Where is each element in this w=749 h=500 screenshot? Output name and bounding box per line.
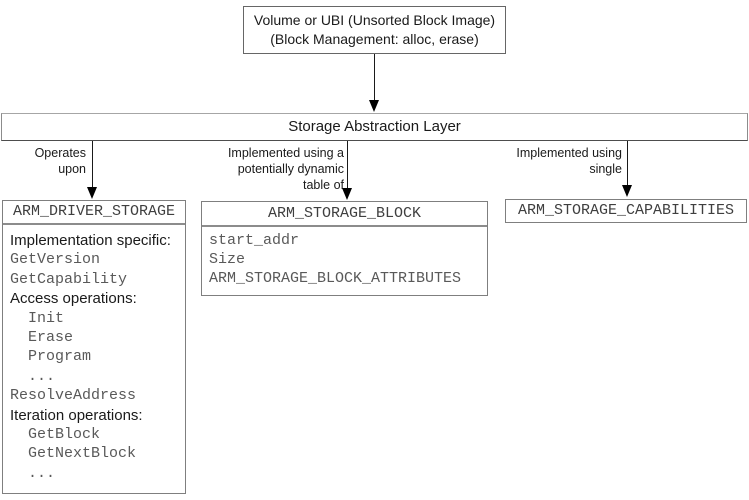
driver-row: GetBlock [28,426,101,444]
driver-row: Implementation specific: [10,232,171,249]
arm-driver-storage-title: ARM_DRIVER_STORAGE [3,201,185,225]
label-line: upon [58,162,86,176]
label-line: single [589,162,622,176]
label-operates-upon: Operates upon [6,145,86,177]
arm-storage-block-title: ARM_STORAGE_BLOCK [202,202,487,227]
driver-row: ... [28,464,56,482]
driver-row: GetVersion [10,251,101,269]
driver-row: Program [28,348,92,366]
arrow-sal-to-caps-line [627,141,628,186]
block-row: Size [209,251,246,269]
driver-row: GetCapability [10,270,128,288]
volume-ubi-line1: Volume or UBI (Unsorted Block Image) [253,12,496,28]
label-line: Implemented using a [227,146,344,160]
label-line: Operates [34,146,86,160]
label-implemented-single: Implemented using single [492,145,622,177]
storage-abstraction-layer-box: Storage Abstraction Layer [1,113,748,141]
driver-row: ... [28,367,56,385]
label-implemented-table: Implemented using a potentially dynamic ta… [214,145,344,193]
driver-row: Access operations: [10,290,137,308]
storage-abstraction-layer-title: Storage Abstraction Layer [288,118,461,135]
driver-row: Init [28,309,65,327]
driver-row: GetNextBlock [28,445,137,463]
arrow-sal-to-caps-head-icon [622,185,632,197]
driver-row: Erase [28,329,74,347]
arm-storage-capabilities-box: ARM_STORAGE_CAPABILITIES [505,199,747,223]
arrow-sal-to-block-head-icon [342,188,352,200]
block-row: ARM_STORAGE_BLOCK_ATTRIBUTES [209,270,462,288]
volume-ubi-box: Volume or UBI (Unsorted Block Image) (Bl… [243,6,506,54]
arm-driver-storage-box: ARM_DRIVER_STORAGE Implementation specif… [2,200,186,494]
driver-row: Iteration operations: [10,406,143,424]
arrow-top-to-sal-line [374,54,375,101]
driver-row: ResolveAddress [10,387,137,405]
arrow-top-to-sal-head-icon [369,100,379,112]
label-line: Implemented using [516,146,622,160]
arrow-sal-to-block-line [347,141,348,189]
block-row: start_addr [209,232,300,249]
arrow-sal-to-driver-head-icon [87,187,97,199]
volume-ubi-line2: (Block Management: alloc, erase) [270,31,479,47]
arrow-sal-to-driver-line [92,141,93,188]
label-line: table of [302,178,344,192]
arm-storage-capabilities-title: ARM_STORAGE_CAPABILITIES [517,202,735,219]
label-line: potentially dynamic [237,162,344,176]
